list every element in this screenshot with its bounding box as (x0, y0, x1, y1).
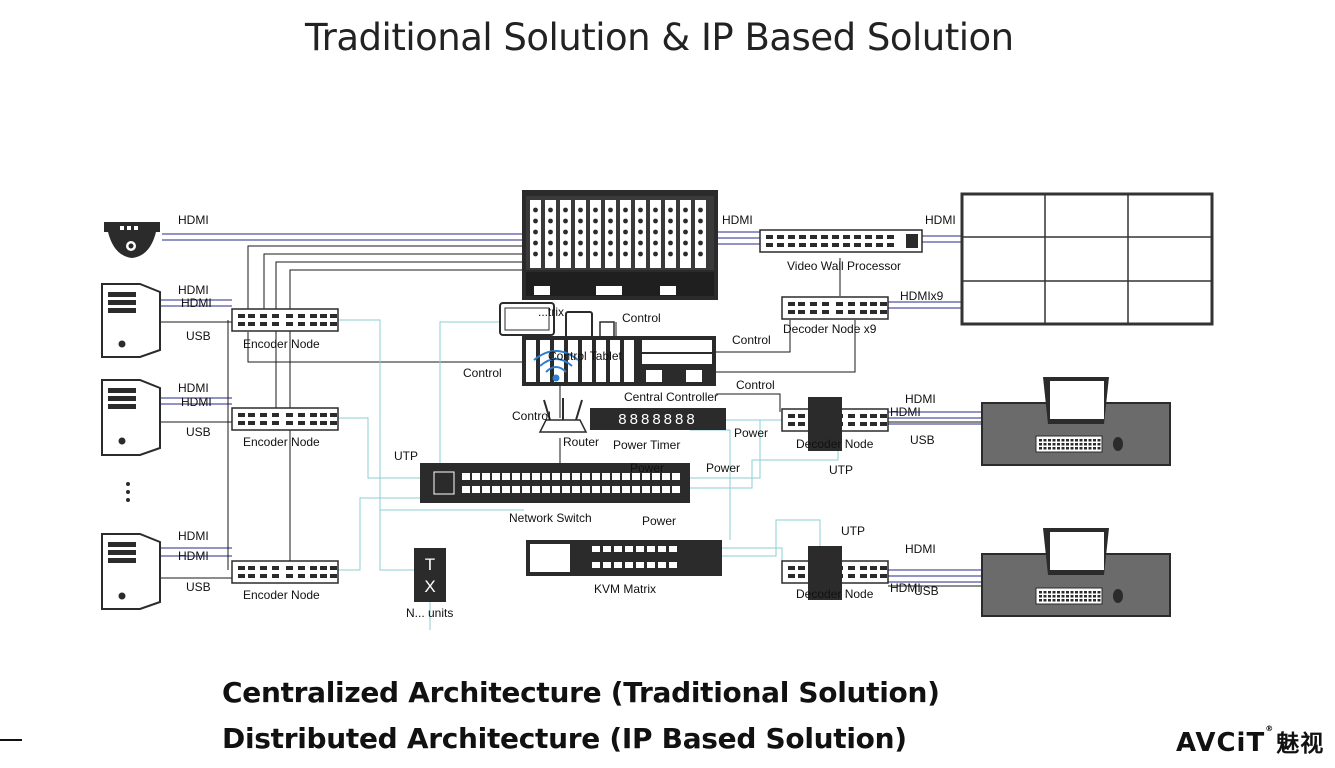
svg-text:UTP: UTP (841, 524, 865, 538)
controller-card (596, 340, 606, 382)
svg-text:...trix: ...trix (538, 305, 564, 319)
utp-cables (338, 319, 839, 630)
svg-text:Decoder Node: Decoder Node (796, 437, 874, 451)
svg-text:HDMI: HDMI (722, 213, 753, 227)
svg-text:Video Wall Processor: Video Wall Processor (787, 259, 901, 273)
svg-text:Control: Control (463, 366, 502, 380)
controller-card (540, 340, 550, 382)
pc-tower-icon (101, 283, 161, 358)
svg-text:Central Controller: Central Controller (624, 390, 718, 404)
centralized-architecture-heading: Centralized Architecture (Traditional So… (222, 676, 940, 709)
svg-text:USB: USB (186, 329, 211, 343)
svg-text:Power: Power (734, 426, 768, 440)
workstation-desk-icon (981, 528, 1171, 617)
controller-card (624, 340, 634, 382)
svg-text:HDMI: HDMI (890, 581, 921, 595)
svg-text:T: T (425, 555, 435, 574)
slide-marker (0, 739, 22, 741)
svg-text:Decoder Node: Decoder Node (796, 587, 874, 601)
svg-text:HDMI: HDMI (178, 549, 209, 563)
svg-text:Encoder Node: Encoder Node (243, 337, 320, 351)
svg-text:HDMI: HDMI (178, 381, 209, 395)
wifi-icon (533, 350, 579, 382)
central-controller-icon (522, 336, 716, 386)
workstation-desk-icon (981, 377, 1171, 466)
svg-text:Encoder Node: Encoder Node (243, 588, 320, 602)
svg-text:USB: USB (186, 425, 211, 439)
svg-text:HDMI: HDMI (890, 405, 921, 419)
controller-card (610, 340, 620, 382)
svg-text:HDMI: HDMI (181, 296, 212, 310)
encoder-node-icon (231, 560, 339, 584)
svg-text:Router: Router (563, 435, 599, 449)
pc-tower-icon (101, 533, 161, 610)
svg-text:Control: Control (512, 409, 551, 423)
svg-text:USB: USB (914, 584, 939, 598)
svg-text:X: X (424, 577, 435, 596)
avcit-logo: AVCiT®魅视 (1176, 724, 1325, 758)
svg-text:8888888: 8888888 (618, 411, 697, 428)
svg-text:HDMI: HDMI (178, 213, 209, 227)
video-wall-processor-icon (759, 229, 923, 253)
svg-text:HDMI: HDMI (181, 395, 212, 409)
link-labels: HDMI HDMI HDMI USB HDMI HDMI USB HDMI HD… (178, 213, 956, 598)
kvm-matrix-icon (526, 540, 722, 576)
svg-text:UTP: UTP (829, 463, 853, 477)
svg-text:N... units: N... units (406, 606, 453, 620)
video-wall-icon (960, 192, 1214, 326)
network-switch-icon (420, 463, 690, 503)
svg-text:Encoder Node: Encoder Node (243, 435, 320, 449)
svg-text:Control: Control (622, 311, 661, 325)
controller-card (582, 340, 592, 382)
svg-text:Control Tablet: Control Tablet (548, 349, 622, 363)
ellipsis-dots (126, 482, 130, 502)
controller-card (554, 340, 564, 382)
svg-text:HDMI: HDMI (178, 529, 209, 543)
svg-text:HDMI: HDMI (178, 283, 209, 297)
encoder-node-icon (231, 407, 339, 431)
tx-unit-icon: T X (414, 548, 446, 602)
svg-text:Decoder Node x9: Decoder Node x9 (783, 322, 877, 336)
svg-text:USB: USB (910, 433, 935, 447)
controller-card (526, 340, 536, 382)
power-timer-icon: 8888888 (590, 408, 726, 430)
distributed-architecture-heading: Distributed Architecture (IP Based Solut… (222, 722, 907, 755)
svg-text:KVM Matrix: KVM Matrix (594, 582, 656, 596)
svg-text:HDMIx9: HDMIx9 (900, 289, 944, 303)
svg-text:HDMI: HDMI (905, 392, 936, 406)
svg-text:Control: Control (736, 378, 775, 392)
svg-text:HDMI: HDMI (905, 542, 936, 556)
svg-text:Control: Control (732, 333, 771, 347)
svg-text:Power: Power (630, 461, 664, 475)
svg-text:Power Timer: Power Timer (613, 438, 680, 452)
svg-text:USB: USB (186, 580, 211, 594)
rx-unit-icon (808, 397, 842, 600)
svg-text:Power: Power (642, 514, 676, 528)
svg-text:HDMI: HDMI (925, 213, 956, 227)
page-title: Traditional Solution & IP Based Solution (305, 16, 1014, 59)
controller-card (568, 340, 578, 382)
decoder-node-x9-icon (781, 296, 889, 320)
encoder-nodes (231, 308, 339, 584)
router-icon (538, 398, 588, 433)
dome-camera-icon (104, 222, 160, 258)
svg-text:Power: Power (706, 461, 740, 475)
encoder-node-icon (231, 308, 339, 332)
matrix-chassis-icon (522, 190, 718, 300)
svg-text:UTP: UTP (394, 449, 418, 463)
pc-tower-icon (101, 379, 161, 456)
device-labels: ...trix Video Wall Processor Decoder Nod… (243, 259, 901, 620)
svg-text:Network Switch: Network Switch (509, 511, 592, 525)
